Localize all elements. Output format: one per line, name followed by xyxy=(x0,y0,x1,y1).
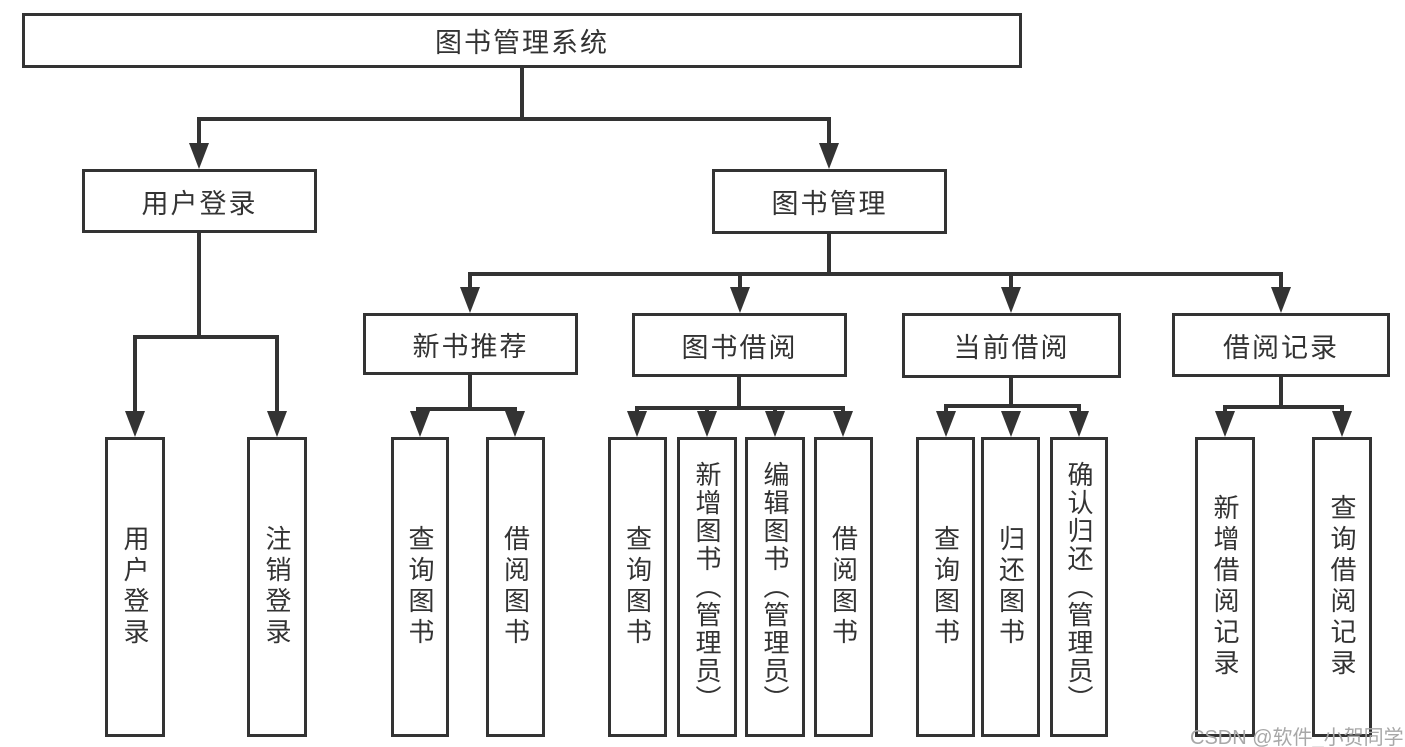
arrow-down-icon xyxy=(1001,287,1021,313)
node-book-management: 图书管理 xyxy=(712,169,947,234)
connector-borrow-records-trunk xyxy=(1279,377,1283,409)
connector-drop xyxy=(1077,404,1081,416)
arrow-down-icon xyxy=(460,287,480,313)
leaf-return-book: 归还图书 xyxy=(981,437,1040,737)
connector-drop xyxy=(275,335,279,417)
node-label: 借阅图书 xyxy=(828,525,859,649)
arrow-down-icon xyxy=(730,287,750,313)
connector-drop xyxy=(468,272,472,292)
arrow-down-icon xyxy=(697,411,717,437)
node-label: 查询图书 xyxy=(405,525,435,649)
node-label: 查询借阅记录 xyxy=(1327,494,1357,680)
node-new-book-recommend: 新书推荐 xyxy=(363,313,578,375)
connector-root-branch-line xyxy=(197,117,831,121)
connector-current-borrow-branch xyxy=(944,404,1081,408)
node-root: 图书管理系统 xyxy=(22,13,1022,68)
connector-new-book-branch xyxy=(416,407,517,411)
node-label: 查询图书 xyxy=(930,525,961,649)
connector-current-borrow-trunk xyxy=(1009,378,1013,408)
connector-drop xyxy=(1279,272,1283,292)
leaf-borrow-book: 借阅图书 xyxy=(486,437,545,737)
leaf-logout: 注销登录 xyxy=(247,437,307,737)
node-borrowing-records: 借阅记录 xyxy=(1172,313,1390,377)
node-label: 编辑图书（管理员） xyxy=(760,461,790,713)
node-label: 注销登录 xyxy=(262,525,292,649)
node-label: 归还图书 xyxy=(995,525,1026,649)
node-label: 图书借阅 xyxy=(681,332,798,363)
leaf-borrow-book: 借阅图书 xyxy=(814,437,873,737)
leaf-user-login: 用户登录 xyxy=(105,437,165,737)
leaf-add-book-admin: 新增图书（管理员） xyxy=(677,437,737,737)
node-label: 用户登录 xyxy=(141,188,258,219)
arrow-down-icon xyxy=(267,411,287,437)
node-label: 新增图书（管理员） xyxy=(692,461,722,713)
connector-drop xyxy=(1009,272,1013,292)
connector-book-borrow-branch xyxy=(635,406,845,410)
connector-new-book-trunk xyxy=(468,375,472,411)
node-label: 借阅图书 xyxy=(500,525,531,649)
arrow-down-icon xyxy=(1271,287,1291,313)
leaf-add-borrow-record: 新增借阅记录 xyxy=(1195,437,1255,737)
node-label: 图书管理 xyxy=(771,189,888,219)
arrow-down-icon xyxy=(1069,411,1089,437)
connector-drop-user-login xyxy=(197,117,201,147)
arrow-down-icon xyxy=(819,143,839,169)
connector-drop-book-mgmt xyxy=(827,117,831,147)
arrow-down-icon xyxy=(125,411,145,437)
node-book-borrowing: 图书借阅 xyxy=(632,313,847,377)
leaf-confirm-return-admin: 确认归还（管理员） xyxy=(1050,437,1108,737)
node-label: 图书管理系统 xyxy=(435,28,609,58)
node-label: 查询图书 xyxy=(622,525,653,649)
node-label: 新增借阅记录 xyxy=(1210,494,1240,680)
connector-root-trunk xyxy=(520,68,524,121)
connector-drop xyxy=(738,272,742,292)
leaf-edit-book-admin: 编辑图书（管理员） xyxy=(745,437,805,737)
csdn-watermark: CSDN @软件_小贺同学 xyxy=(1190,727,1404,747)
leaf-query-borrow-record: 查询借阅记录 xyxy=(1312,437,1372,737)
arrow-down-icon xyxy=(833,411,853,437)
arrow-down-icon xyxy=(1332,411,1352,437)
connector-user-login-trunk xyxy=(197,233,201,339)
arrow-down-icon xyxy=(1001,411,1021,437)
connector-drop xyxy=(133,335,137,417)
node-label: 确认归还（管理员） xyxy=(1064,461,1094,713)
arrow-down-icon xyxy=(189,143,209,169)
connector-drop xyxy=(1223,405,1227,416)
arrow-down-icon xyxy=(505,411,525,437)
connector-book-mgmt-trunk xyxy=(827,234,831,276)
node-label: 用户登录 xyxy=(120,525,150,649)
arrow-down-icon xyxy=(1215,411,1235,437)
connector-drop xyxy=(1340,405,1344,416)
leaf-query-book: 查询图书 xyxy=(608,437,667,737)
leaf-query-book: 查询图书 xyxy=(391,437,449,737)
node-current-borrowing: 当前借阅 xyxy=(902,313,1121,378)
connector-book-mgmt-branch xyxy=(468,272,1283,276)
arrow-down-icon xyxy=(936,411,956,437)
connector-user-login-branch xyxy=(133,335,279,339)
connector-drop xyxy=(944,404,948,416)
node-user-login: 用户登录 xyxy=(82,169,317,233)
arrow-down-icon xyxy=(765,411,785,437)
node-label: 新书推荐 xyxy=(412,331,529,362)
node-label: 当前借阅 xyxy=(953,333,1070,363)
connector-book-borrow-trunk xyxy=(737,377,741,410)
arrow-down-icon xyxy=(410,411,430,437)
arrow-down-icon xyxy=(627,411,647,437)
node-label: 借阅记录 xyxy=(1223,332,1339,363)
connector-borrow-records-branch xyxy=(1223,405,1344,409)
leaf-query-book: 查询图书 xyxy=(916,437,975,737)
